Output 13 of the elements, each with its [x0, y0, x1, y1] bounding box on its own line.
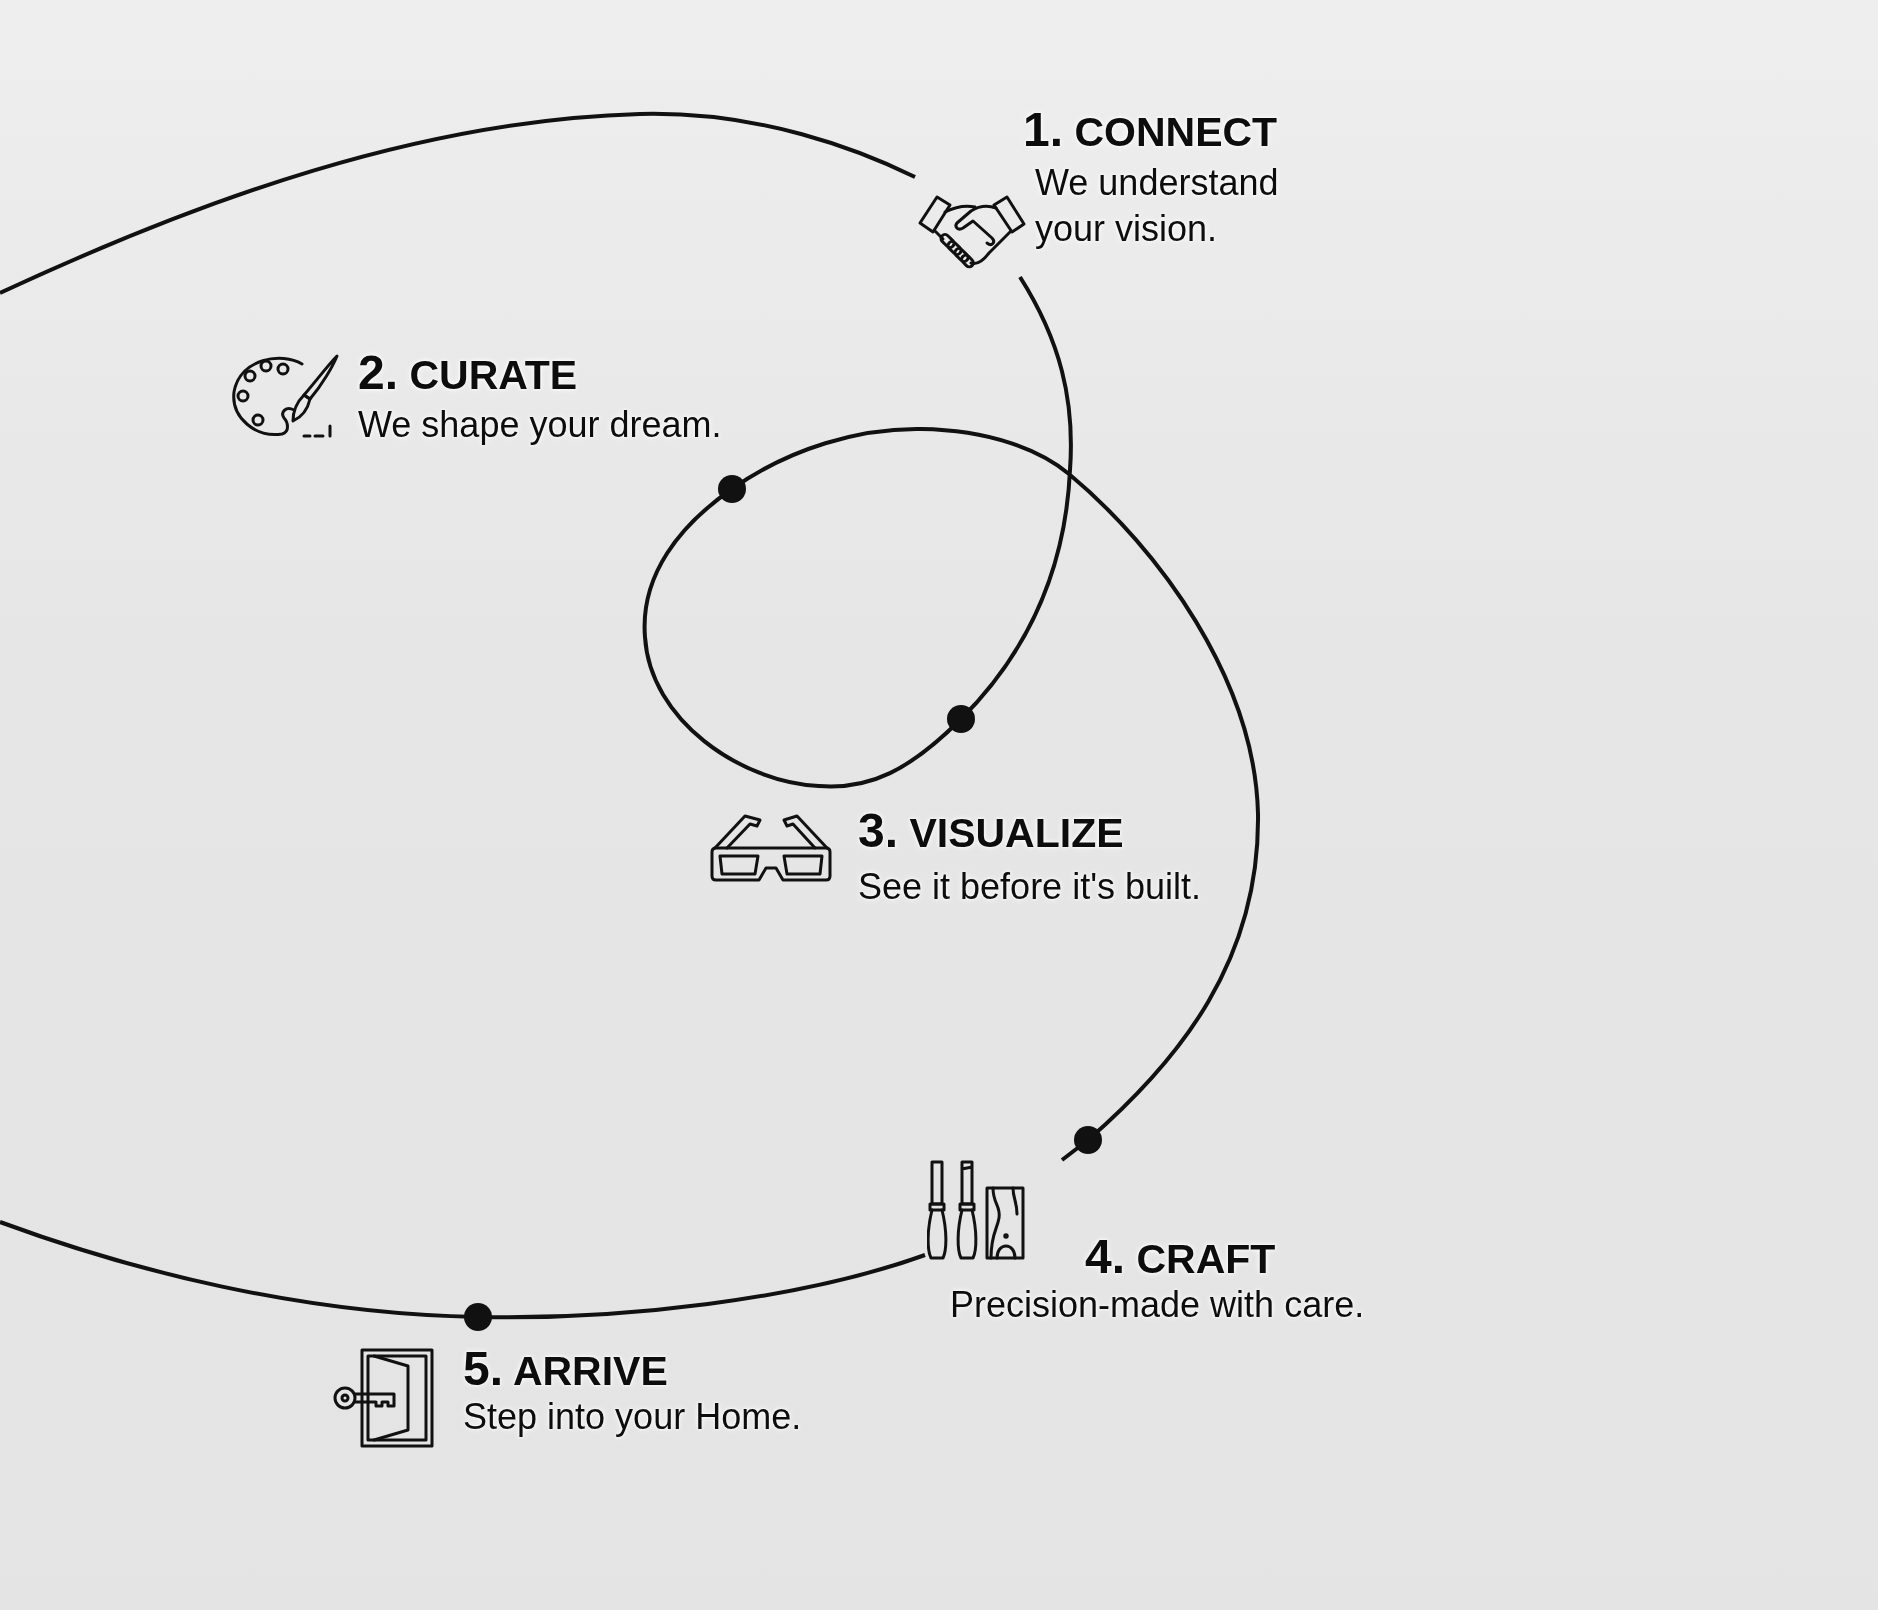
- curved-line: [0, 112, 916, 295]
- step-description: Precision-made with care.: [950, 1283, 1365, 1327]
- step-heading: 3. VISUALIZE: [858, 806, 1124, 858]
- step-heading: 1. CONNECT: [1023, 105, 1278, 157]
- step-description: We understand your vision.: [1035, 161, 1280, 251]
- step-heading: 5. ARRIVE: [463, 1344, 668, 1396]
- curved-line: [642, 276, 1260, 1162]
- step-heading: 2. CURATE: [358, 348, 578, 400]
- step-description: We shape your dream.: [358, 403, 722, 447]
- step-description: See it before it's built.: [858, 865, 1202, 909]
- curved-line: [0, 1220, 926, 1320]
- step-description: Step into your Home.: [463, 1395, 802, 1439]
- step-heading: 4. CRAFT: [1085, 1232, 1276, 1284]
